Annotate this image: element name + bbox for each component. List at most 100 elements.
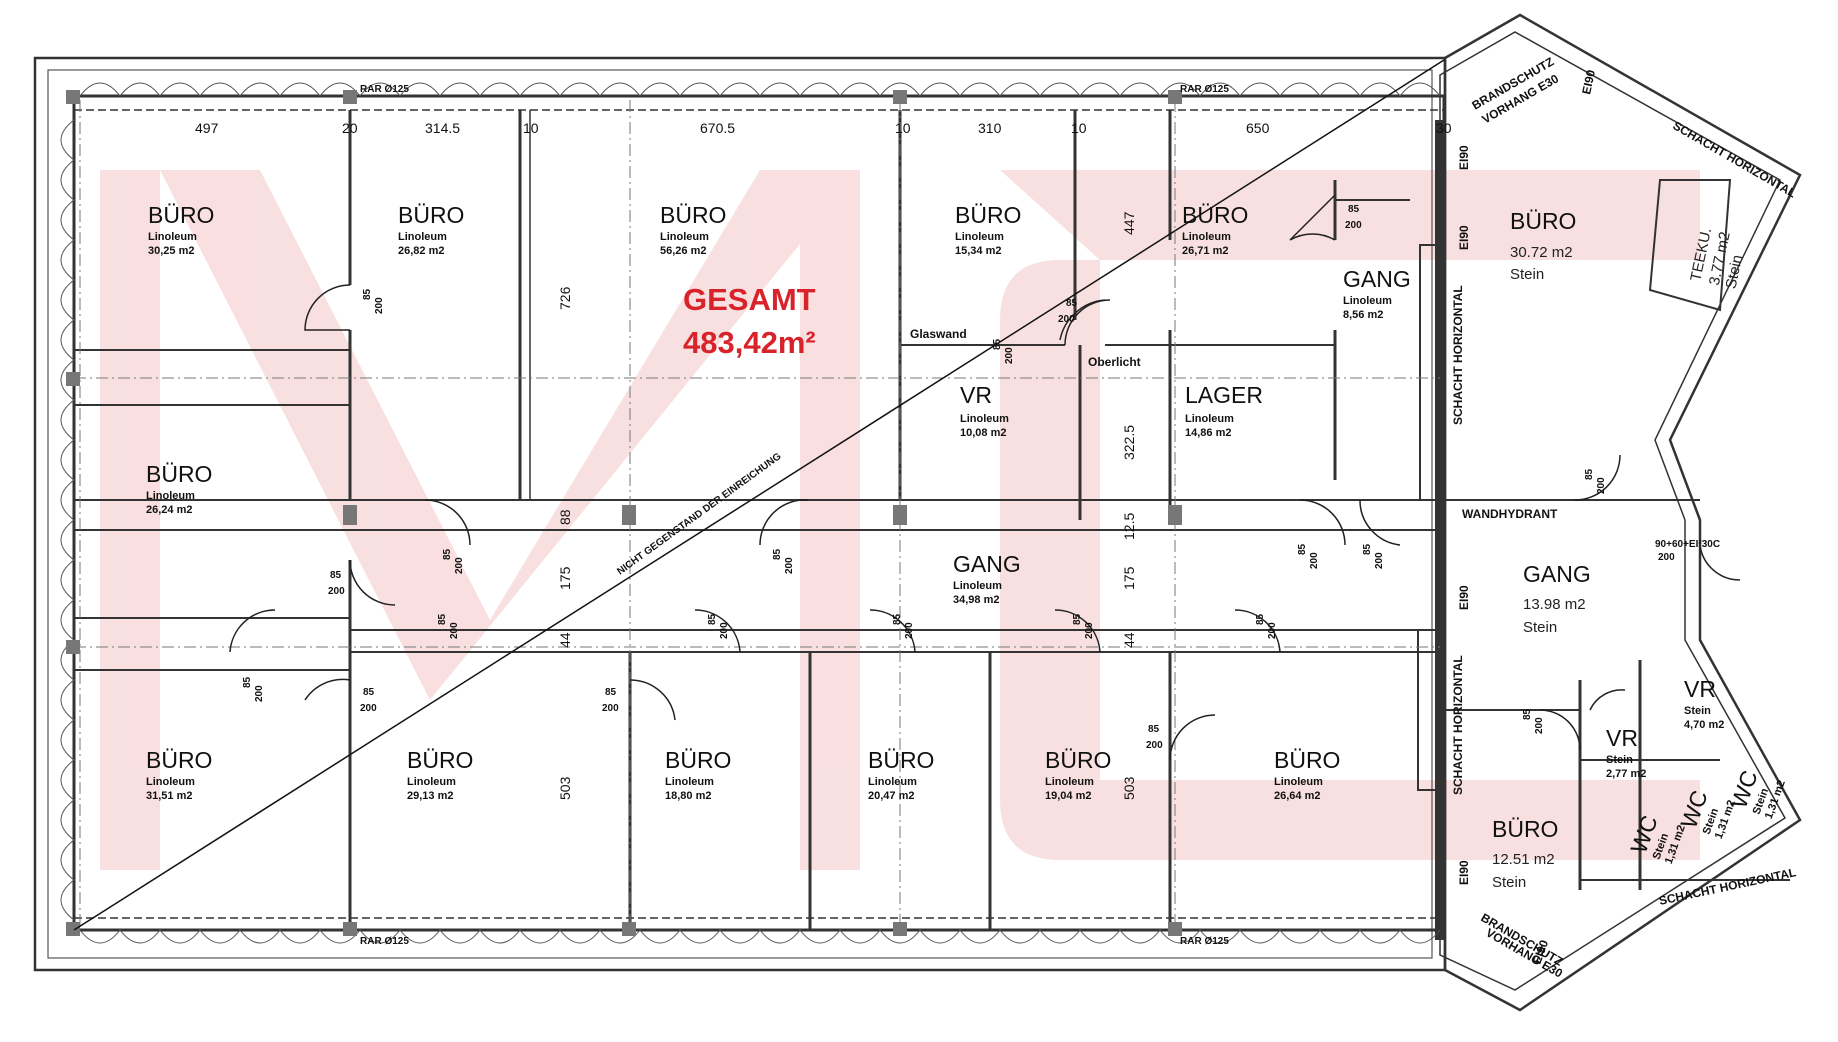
- room-buero-13: BÜRO Linoleum 26,64 m2: [1274, 747, 1340, 802]
- rooms-21-floor: Stein: [1684, 705, 1711, 717]
- room-buero-1: BÜRO Linoleum 30,25 m2: [148, 202, 214, 257]
- rooms-3-name: BÜRO: [955, 202, 1021, 228]
- doors-w: 85: [992, 338, 1003, 350]
- dimensions-d88: 88: [557, 509, 573, 525]
- dimensions-top-1: 20: [342, 120, 358, 136]
- dimensions-top-5: 10: [895, 120, 911, 136]
- rooms-1-floor: Linoleum: [398, 231, 447, 243]
- doors-h: 200: [1309, 552, 1320, 569]
- doors-w: 85: [442, 548, 453, 560]
- doors-h: 200: [1267, 622, 1278, 639]
- dimensions-top-7: 10: [1071, 120, 1087, 136]
- doors-h: 200: [449, 622, 460, 639]
- doors-w: 85: [772, 548, 783, 560]
- room-gang-1: GANG Linoleum 8,56 m2: [1343, 266, 1411, 321]
- room-vr-2: VR Stein 2,77 m2: [1606, 725, 1646, 780]
- dimensions-d503b: 503: [1121, 776, 1137, 800]
- dimensions-top-0: 497: [195, 120, 219, 136]
- room-buero-11: BÜRO Linoleum 20,47 m2: [868, 747, 934, 802]
- rooms-15-name: BÜRO: [665, 747, 731, 773]
- room-teeku: TEEKU. 3.77 m2 Stein: [1687, 226, 1746, 290]
- schacht-2: SCHACHT HORIZONTAL: [1451, 655, 1465, 795]
- doors-h: 200: [904, 622, 915, 639]
- room-buero-7: BÜRO Linoleum 26,24 m2: [146, 461, 212, 516]
- doors-w: 85: [1066, 298, 1078, 309]
- doors-w: 85: [1362, 543, 1373, 555]
- doors-h: 200: [1084, 622, 1095, 639]
- ei90-4: EI90: [1457, 860, 1471, 885]
- doors-w: 85: [242, 676, 253, 688]
- rooms-19-name: BÜRO: [1492, 816, 1558, 842]
- oberlicht-label: Oberlicht: [1088, 355, 1141, 369]
- rooms-4-area: 26,71 m2: [1182, 245, 1228, 257]
- room-buero-4: BÜRO Linoleum 15,34 m2: [955, 202, 1021, 257]
- dimensions-top-2: 314.5: [425, 120, 460, 136]
- doors-h: 200: [454, 557, 465, 574]
- doors-w: 85: [1522, 708, 1533, 720]
- rooms-9-area: 14,86 m2: [1185, 427, 1231, 439]
- doors-h: 200: [1534, 717, 1545, 734]
- rooms-0-area: 30,25 m2: [148, 245, 194, 257]
- room-buero-10: BÜRO Linoleum 18,80 m2: [665, 747, 731, 802]
- room-buero-14: BÜRO 12.51 m2 Stein: [1492, 816, 1558, 891]
- rooms-5-floor: Linoleum: [1343, 295, 1392, 307]
- doors-w: 85: [1255, 613, 1266, 625]
- dimensions-d726: 726: [557, 286, 573, 310]
- doors-w: 85: [605, 687, 617, 698]
- doors-h: 200: [1596, 477, 1607, 494]
- dimensions-top-4: 670.5: [700, 120, 735, 136]
- rooms-6-area: 30.72 m2: [1510, 244, 1573, 261]
- window-arcs: [60, 82, 1441, 944]
- rooms-20-area: 2,77 m2: [1606, 768, 1646, 780]
- rooms-19-area: 12.51 m2: [1492, 851, 1555, 868]
- doors-w: 85: [1297, 543, 1308, 555]
- room-buero-5: BÜRO Linoleum 26,71 m2: [1182, 202, 1248, 257]
- rooms-11-floor: Linoleum: [953, 580, 1002, 592]
- rooms-5-area: 8,56 m2: [1343, 309, 1383, 321]
- watermark: [100, 170, 1700, 870]
- dimensions-top-9: 30: [1436, 120, 1452, 136]
- doors-h: 200: [1374, 552, 1385, 569]
- rooms-14-area: 29,13 m2: [407, 790, 453, 802]
- door-code: 90+60+EI²30C: [1655, 539, 1720, 550]
- doors-w: 85: [363, 687, 375, 698]
- doors-w: 85: [707, 613, 718, 625]
- doors-h: 200: [374, 297, 385, 314]
- rooms-10-name: BÜRO: [146, 461, 212, 487]
- room-gang-3: GANG 13.98 m2 Stein: [1523, 561, 1591, 636]
- columns: [66, 90, 1182, 936]
- rooms-1-name: BÜRO: [398, 202, 464, 228]
- doors-h: 200: [328, 586, 345, 597]
- doors-w: 85: [330, 570, 342, 581]
- rooms-19-floor: Stein: [1492, 874, 1526, 891]
- rooms-14-name: BÜRO: [407, 747, 473, 773]
- door-swings: [229, 194, 1741, 761]
- rooms-20-name: VR: [1606, 725, 1638, 751]
- total-value: 483,42m²: [683, 325, 816, 360]
- rooms-13-floor: Linoleum: [146, 776, 195, 788]
- dimensions-d125: 12.5: [1121, 513, 1137, 540]
- rar-3: RAR Ø125: [360, 936, 409, 947]
- room-buero-9: BÜRO Linoleum 29,13 m2: [407, 747, 473, 802]
- doors-w: 85: [1148, 724, 1160, 735]
- rooms-9-floor: Linoleum: [1185, 413, 1234, 425]
- rooms-2-name: BÜRO: [660, 202, 726, 228]
- diagonal-note: NICHT GEGENSTAND DER EINREICHUNG: [615, 451, 783, 577]
- room-vr-1: VR Linoleum 10,08 m2: [960, 382, 1009, 439]
- rooms-11-area: 34,98 m2: [953, 594, 999, 606]
- ei90-1: EI90: [1457, 145, 1471, 170]
- rar-2: RAR Ø125: [1180, 84, 1229, 95]
- ei90-3: EI90: [1457, 585, 1471, 610]
- rooms-20-floor: Stein: [1606, 754, 1633, 766]
- rooms-6-floor: Stein: [1510, 266, 1544, 283]
- rooms-7-floor: Stein: [1722, 253, 1746, 290]
- rooms-0-name: BÜRO: [148, 202, 214, 228]
- dimensions-d447: 447: [1121, 211, 1137, 235]
- rooms-17-area: 19,04 m2: [1045, 790, 1091, 802]
- rooms-6-name: BÜRO: [1510, 208, 1576, 234]
- rooms-12-name: GANG: [1523, 561, 1591, 587]
- rooms-3-area: 15,34 m2: [955, 245, 1001, 257]
- rooms-0-floor: Linoleum: [148, 231, 197, 243]
- rooms-21-name: VR: [1684, 676, 1716, 702]
